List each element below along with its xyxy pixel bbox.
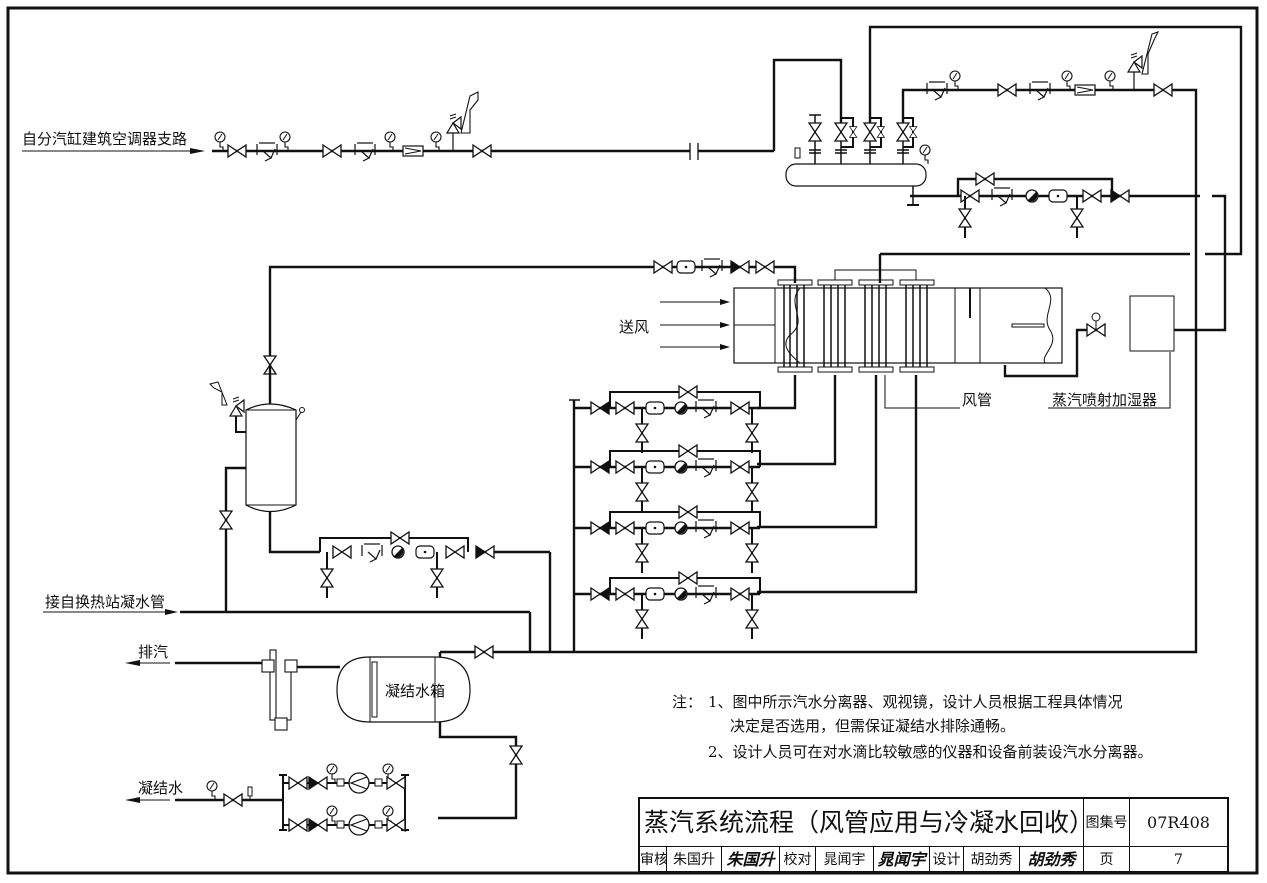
label-steam-humidifier: 蒸汽喷射加湿器 — [1052, 391, 1158, 409]
coil-trap-set — [590, 444, 761, 512]
coil-trap-set — [590, 385, 761, 453]
coil-trap-sets — [569, 385, 761, 639]
designer-name: 胡劲秀 — [964, 847, 1020, 873]
label-supply-air: 送风 — [619, 318, 650, 336]
notes-prefix: 注： — [672, 693, 703, 711]
note-2: 2、设计人员可在对水滴比较敏感的仪器和设备前装设汽水分离器。 — [708, 743, 1153, 761]
condensate-tank — [336, 645, 523, 765]
label-condensate-inlet: 接自换热站凝水管 — [45, 593, 166, 611]
page-number: 7 — [1174, 852, 1183, 868]
note-1: 1、图中所示汽水分离器、观视镜，设计人员根据工程具体情况 — [708, 693, 1123, 711]
reviewer-label: 审核 — [640, 847, 667, 873]
humidifier-supply-fittings — [926, 31, 1173, 101]
label-exhaust: 排汽 — [138, 643, 169, 661]
supply-line-fittings — [214, 91, 699, 162]
reviewer-name: 朱国升 — [667, 847, 722, 873]
label-condensate-tank: 凝结水箱 — [385, 682, 446, 700]
drawing-title: 蒸汽系统流程（风管应用与冷凝水回收） — [640, 799, 1084, 847]
coil-trap-set — [590, 571, 761, 639]
checker-label: 校对 — [780, 847, 816, 873]
checker-signature: 晁闻宇 — [874, 847, 930, 873]
return-line-fittings — [263, 258, 775, 375]
steam-humidifier — [1086, 295, 1175, 352]
steam-header — [785, 114, 931, 206]
checker-name: 晁闻宇 — [816, 847, 874, 873]
air-handling-unit — [733, 269, 1171, 409]
header-trap-set — [958, 172, 1130, 238]
pump-set — [206, 763, 409, 836]
title-block: 蒸汽系统流程（风管应用与冷凝水回收） 图集号 07R408 审核 朱国升 朱国升… — [638, 797, 1229, 873]
label-air-duct: 风管 — [962, 391, 993, 409]
page-label: 页 — [1084, 847, 1130, 873]
designer-signature: 胡劲秀 — [1020, 847, 1084, 873]
flash-tank — [209, 365, 305, 530]
atlas-no: 07R408 — [1130, 799, 1227, 847]
flash-tank-trap-set — [319, 531, 495, 598]
drawing-border — [6, 6, 1259, 875]
note-1-cont: 决定是否选用，但需保证凝结水排除通畅。 — [730, 717, 1016, 735]
label-steam-supply: 自分汽缸建筑空调器支路 — [22, 130, 188, 148]
designer-label: 设计 — [930, 847, 964, 873]
label-condensate-outlet: 凝结水 — [138, 779, 184, 797]
reviewer-signature: 朱国升 — [722, 847, 780, 873]
flow-arrows — [22, 148, 730, 803]
pipes — [175, 25, 1243, 820]
atlas-no-label: 图集号 — [1084, 799, 1130, 847]
coil-trap-set — [590, 505, 761, 573]
exhaust-separator — [261, 649, 298, 731]
